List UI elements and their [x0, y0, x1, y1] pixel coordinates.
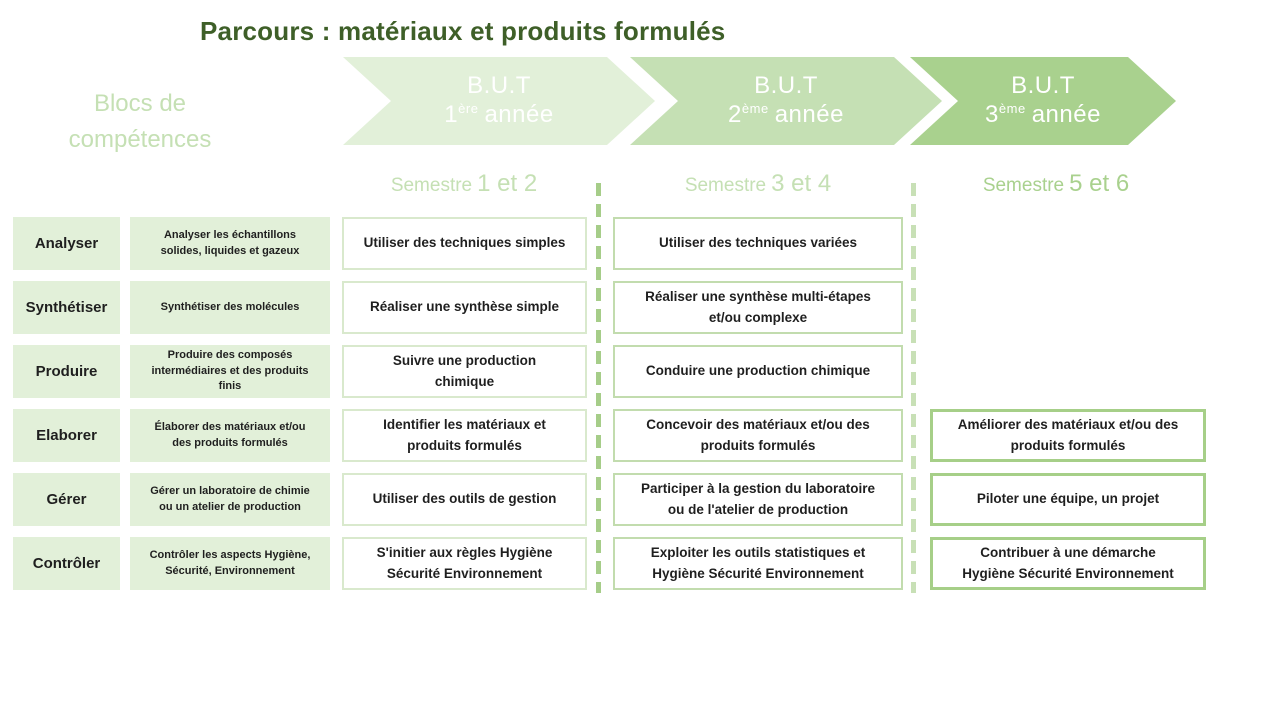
sem34-skill-box: Exploiter les outils statistiques et Hyg…	[613, 537, 903, 590]
competence-label: Gérer	[13, 473, 120, 526]
competence-description: Analyser les échantillons solides, liqui…	[130, 217, 330, 270]
competence-row: Elaborer Élaborer des matériaux et/ou de…	[0, 409, 1280, 462]
semester-divider-1	[596, 183, 601, 593]
competence-description: Gérer un laboratoire de chimie ou un ate…	[130, 473, 330, 526]
sem12-skill-box: Utiliser des outils de gestion	[342, 473, 587, 526]
sem12-skill-box: Suivre une production chimique	[342, 345, 587, 398]
sem34-skill-box: Conduire une production chimique	[613, 345, 903, 398]
semester-divider-2	[911, 183, 916, 593]
sem12-skill-box: S'initier aux règles Hygiène Sécurité En…	[342, 537, 587, 590]
sem56-skill-box: Améliorer des matériaux et/ou des produi…	[930, 409, 1206, 462]
competence-row: Analyser Analyser les échantillons solid…	[0, 217, 1280, 270]
year3-but-label: B.U.T	[1011, 72, 1075, 99]
competence-label: Synthétiser	[13, 281, 120, 334]
competence-row: Produire Produire des composés intermédi…	[0, 345, 1280, 398]
sem12-skill-box: Utiliser des techniques simples	[342, 217, 587, 270]
competence-description: Synthétiser des molécules	[130, 281, 330, 334]
sem56-skill-box: Piloter une équipe, un projet	[930, 473, 1206, 526]
sem12-skill-box: Identifier les matériaux et produits for…	[342, 409, 587, 462]
year2-but-label: B.U.T	[754, 72, 818, 99]
competence-blocks-header: Blocs de compétences	[68, 90, 212, 153]
competence-label: Produire	[13, 345, 120, 398]
sem34-skill-box: Utiliser des techniques variées	[613, 217, 903, 270]
sem12-skill-box: Réaliser une synthèse simple	[342, 281, 587, 334]
competence-row: Gérer Gérer un laboratoire de chimie ou …	[0, 473, 1280, 526]
competence-description: Contrôler les aspects Hygiène, Sécurité,…	[130, 537, 330, 590]
sem34-skill-box: Participer à la gestion du laboratoire o…	[613, 473, 903, 526]
competence-description: Produire des composés intermédiaires et …	[130, 345, 330, 398]
competence-label: Analyser	[13, 217, 120, 270]
competence-description: Élaborer des matériaux et/ou des produit…	[130, 409, 330, 462]
competence-label: Contrôler	[13, 537, 120, 590]
year1-but-label: B.U.T	[467, 72, 531, 99]
competence-row: Synthétiser Synthétiser des molécules Ré…	[0, 281, 1280, 334]
sem34-skill-box: Concevoir des matériaux et/ou des produi…	[613, 409, 903, 462]
sem34-skill-box: Réaliser une synthèse multi-étapes et/ou…	[613, 281, 903, 334]
sem56-skill-box: Contribuer à une démarche Hygiène Sécuri…	[930, 537, 1206, 590]
competence-label: Elaborer	[13, 409, 120, 462]
page-title: Parcours : matériaux et produits formulé…	[200, 16, 726, 46]
competence-row: Contrôler Contrôler les aspects Hygiène,…	[0, 537, 1280, 590]
